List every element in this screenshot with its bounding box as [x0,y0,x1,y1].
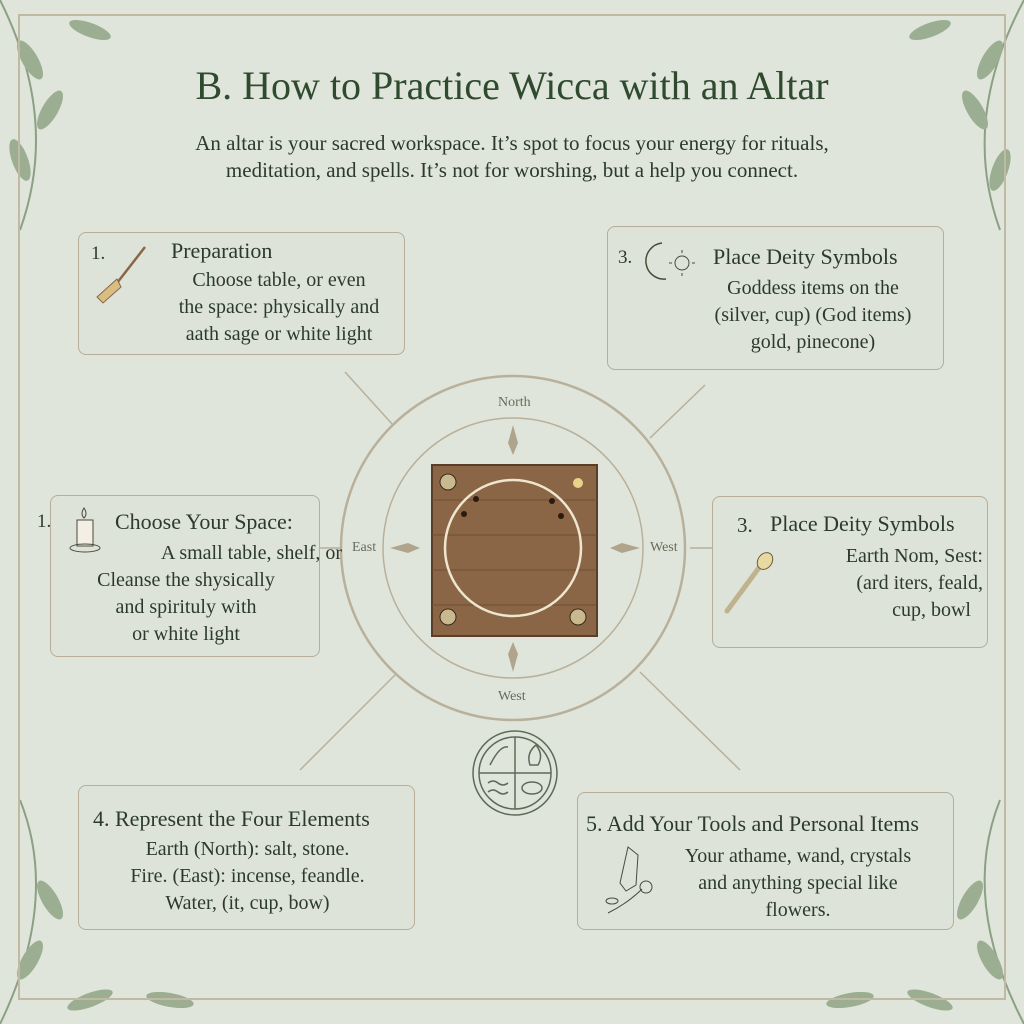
step-line: Earth Nom, Sest: [845,545,983,567]
step-line: or white light [132,623,240,645]
page-frame [18,14,1006,1000]
intro-line-1: An altar is your sacred workspace. It’s … [195,131,829,155]
step-number: 3. [737,513,753,537]
step-choose-space: 1. Choose Your Space: A small table, she… [37,495,343,657]
four-elements-icon [472,730,558,816]
step-title: Add Your Tools and Personal Items [606,811,919,836]
step-number: 4. [93,806,110,831]
step-title: Choose Your Space: [115,509,293,534]
step-title: Preparation [171,238,273,263]
compass-points [390,425,640,672]
compass-east-label: East [352,540,377,555]
step-line: flowers. [765,899,831,921]
broom-icon [96,246,146,304]
step-line: gold, pinecone) [750,331,876,353]
step-line: Choose table, or even [192,269,366,291]
step-number: 1. [37,511,52,532]
candle-icon [69,507,101,553]
step-line: Cleanse the shysically [97,569,275,591]
step-line: the space: physically and [178,296,380,318]
altar-table [431,464,598,637]
compass-west-bottom-label: West [498,689,526,704]
step-tools-personal-items: 5. Add Your Tools and Personal Items You… [577,792,954,930]
step-line: (silver, cup) (God items) [714,304,912,326]
step-line: Your athame, wand, crystals [684,845,912,867]
moon-sun-icon [645,242,695,280]
crystal-flower-icon [605,846,653,914]
step-line: Water, (it, cup, bow) [165,892,330,914]
connector-lines [299,371,741,771]
step-line: Goddess items on the [727,277,899,299]
compass-west-label: West [650,540,678,555]
step-deity-symbols-right: 3. Place Deity Symbols Earth Nom, Sest: (… [712,496,988,648]
step-line: aath sage or white light [185,323,373,345]
step-line: cup, bowl [892,599,971,621]
step-line: A small table, shelf, or [161,542,343,564]
step-line: and spirituly with [115,596,257,618]
compass-north-label: North [498,395,531,410]
step-line: Fire. (East): incense, feandle. [130,865,365,887]
step-four-elements: 4. Represent the Four Elements Earth (No… [78,785,415,930]
step-line: Earth (North): salt, stone. [145,838,350,860]
page-title: B. How to Practice Wicca with an Altar [195,63,829,108]
step-title: Place Deity Symbols [713,244,898,269]
step-number: 5. [586,811,603,836]
step-line: (ard iters, feald, [856,572,983,594]
wand-icon [724,552,774,614]
inner-circle [382,417,644,679]
step-title: Represent the Four Elements [115,806,370,831]
intro-line-2: meditation, and spells. It’s not for wor… [225,158,799,182]
step-number: 3. [618,247,633,268]
step-deity-symbols-top: 3. Place Deity Symbols Goddess items on … [607,226,944,370]
step-number: 1. [91,243,106,264]
step-preparation: 1. Preparation Choose table, or even the … [78,232,405,355]
outer-circle [339,374,687,722]
step-title: Place Deity Symbols [770,511,955,536]
step-line: and anything special like [698,872,898,894]
